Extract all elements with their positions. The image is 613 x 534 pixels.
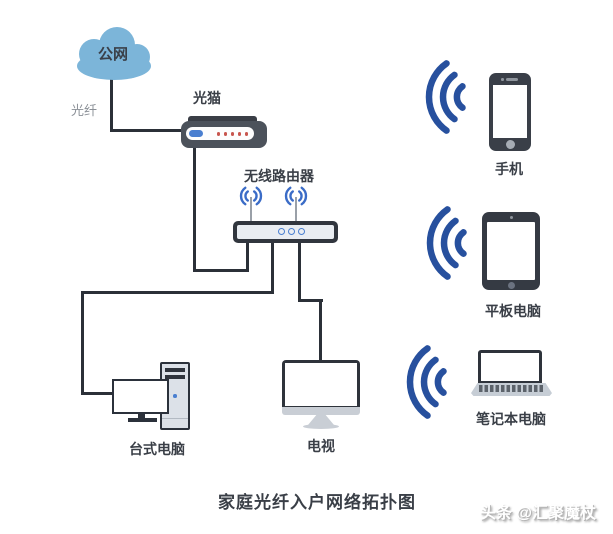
tower-drive-slot-1 xyxy=(165,368,185,372)
laptop-icon xyxy=(478,350,542,384)
tower-power-light xyxy=(173,394,177,398)
router-antenna-right xyxy=(295,197,297,222)
modem-panel xyxy=(186,127,254,140)
tablet-label: 平板电脑 xyxy=(485,303,541,319)
tv-icon xyxy=(282,360,360,408)
cable-router-desktop-v1 xyxy=(271,242,274,294)
cable-cloud-modem-v xyxy=(110,75,113,132)
cable-cloud-modem-h xyxy=(110,129,183,132)
modem-label: 光猫 xyxy=(193,90,221,106)
cable-router-tv-h xyxy=(298,299,323,302)
cable-router-tv-v1 xyxy=(298,242,301,302)
tv-base xyxy=(303,424,339,429)
router-label: 无线路由器 xyxy=(244,168,314,184)
router-icon xyxy=(233,221,338,243)
laptop-keyboard xyxy=(471,383,552,396)
phone-label: 手机 xyxy=(495,161,523,177)
cable-router-desktop-v2 xyxy=(81,291,84,395)
cable-router-tv-v2 xyxy=(319,299,322,361)
tv-stand xyxy=(308,415,334,425)
desktop-monitor-stand xyxy=(138,413,145,419)
phone-home-button xyxy=(505,139,515,149)
desktop-monitor-icon xyxy=(112,379,169,414)
tower-seam xyxy=(162,417,188,419)
public-network-label: 公网 xyxy=(97,46,128,63)
tablet-camera xyxy=(509,215,513,219)
cable-modem-router-v1 xyxy=(193,147,196,272)
cloud-icon xyxy=(77,27,151,80)
router-panel xyxy=(237,225,334,239)
tablet-icon xyxy=(482,212,540,290)
phone-speaker xyxy=(506,78,518,81)
tablet-home-button xyxy=(507,281,515,289)
laptop-keys xyxy=(479,384,544,392)
wifi-signal-icon-tablet xyxy=(426,206,467,280)
laptop-label: 笔记本电脑 xyxy=(476,411,546,427)
tv-label: 电视 xyxy=(307,438,335,454)
cable-modem-router-h xyxy=(193,269,249,272)
router-antenna-left xyxy=(250,197,252,222)
phone-camera xyxy=(501,78,504,81)
router-light-2 xyxy=(288,228,295,235)
wifi-signal-icon-laptop xyxy=(406,345,447,419)
router-light-3 xyxy=(298,228,305,235)
tv-screen xyxy=(285,363,357,406)
tower-drive-slot-2 xyxy=(165,375,185,379)
phone-screen xyxy=(493,85,527,138)
watermark: 头条 @汇聚魔杖 xyxy=(479,505,597,522)
cable-router-desktop-h1 xyxy=(81,291,274,294)
tablet-screen xyxy=(487,222,535,280)
modem-status-lights xyxy=(216,132,248,136)
antenna-signal-icon-left xyxy=(239,186,263,206)
cable-router-desktop-h2 xyxy=(81,392,114,395)
tv-bottom-bar xyxy=(282,407,360,415)
modem-icon xyxy=(181,121,267,148)
modem-power-light xyxy=(189,130,203,137)
antenna-signal-icon-right xyxy=(284,186,308,206)
diagram-title: 家庭光纤入户网络拓扑图 xyxy=(218,493,416,512)
fiber-label: 光纤 xyxy=(70,103,97,118)
wifi-signal-icon-phone xyxy=(425,60,466,134)
router-light-1 xyxy=(278,228,285,235)
desktop-label: 台式电脑 xyxy=(129,441,185,457)
desktop-monitor-base xyxy=(128,418,157,422)
cable-modem-router-v2 xyxy=(246,242,249,272)
phone-icon xyxy=(489,73,531,151)
